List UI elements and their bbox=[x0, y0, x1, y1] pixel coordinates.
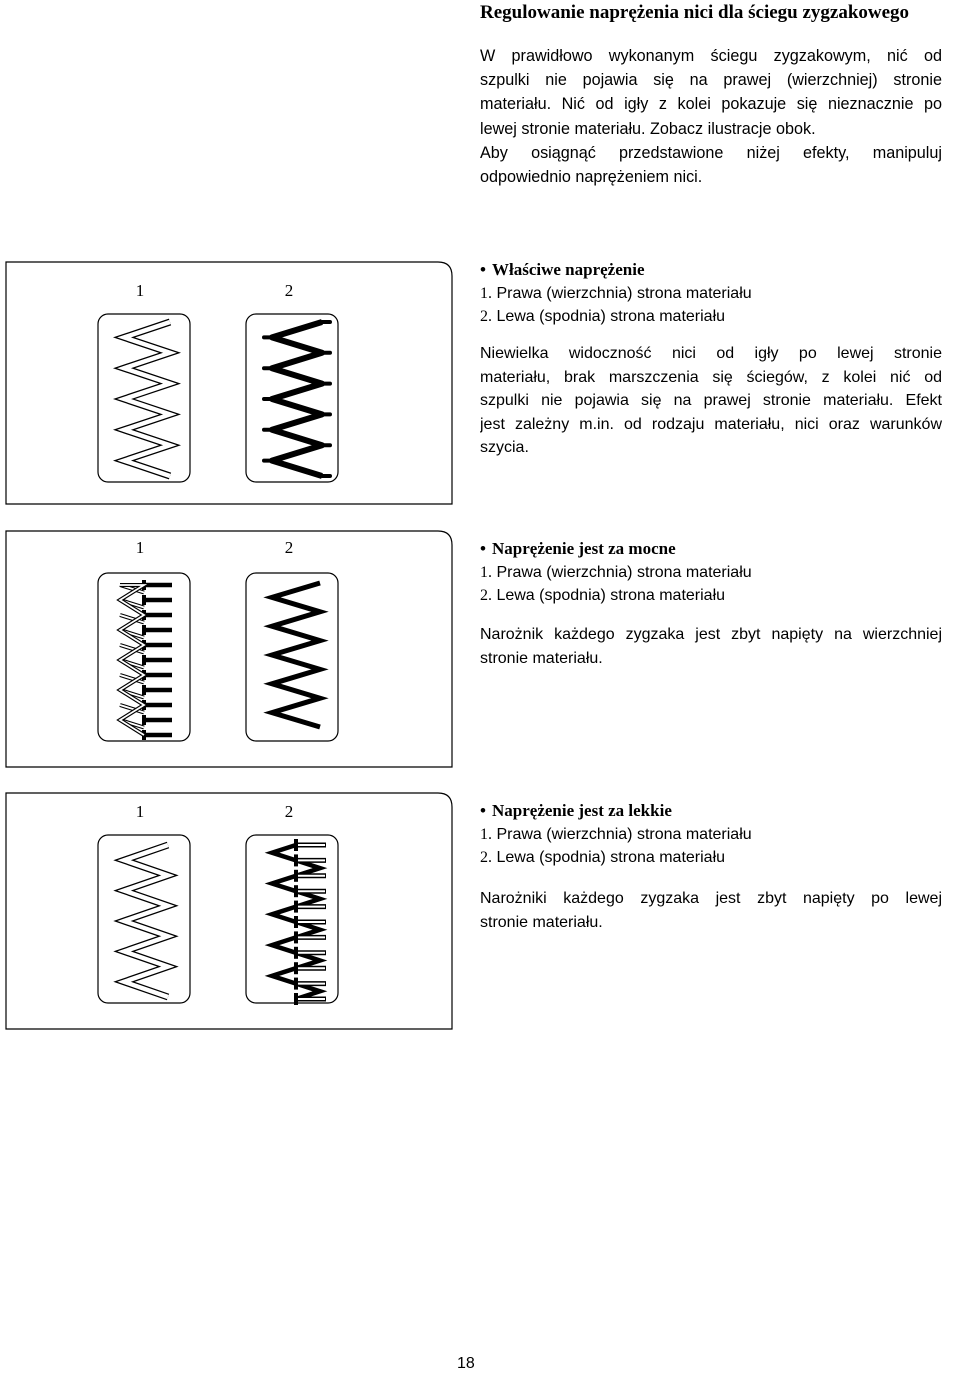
figure-frame bbox=[5, 792, 453, 1030]
section-description: Narożniki każdego zygzaka jest zbyt napi… bbox=[480, 890, 942, 931]
zigzag-2 bbox=[263, 580, 329, 730]
zigzag-2 bbox=[262, 319, 332, 479]
fabric-panel-1 bbox=[97, 572, 191, 742]
list-item: 1. Prawa (wierzchnia) strona materiału bbox=[480, 564, 752, 581]
intro-line: materiału. Nić od igły z kolei pokazuje … bbox=[480, 95, 942, 114]
page-number: 18 bbox=[457, 1355, 475, 1372]
figure-label-1: 1 bbox=[136, 281, 145, 300]
zigzag-2 bbox=[264, 839, 328, 1005]
section-too-loose: 1 2 •Naprężenie jest za lekkie 1. Prawa … bbox=[0, 789, 960, 1033]
intro-line: Aby osiągnąć przedstawione niżej efekty,… bbox=[480, 143, 942, 162]
figure-frame bbox=[5, 261, 453, 505]
stitch-figure-too-tight: 1 2 bbox=[5, 530, 453, 768]
intro-line: szpulki nie pojawia się na prawej (wierz… bbox=[480, 71, 942, 90]
fabric-panel-2 bbox=[245, 572, 339, 742]
intro-line: lewej stronie materiału. Zobacz ilustrac… bbox=[480, 119, 816, 138]
section-text: •Naprężenie jest za mocne 1. Prawa (wier… bbox=[480, 537, 942, 670]
zigzag-1 bbox=[112, 318, 182, 480]
figure-label-2: 2 bbox=[285, 802, 294, 821]
intro-line: W prawidłowo wykonanym ściegu zygzakowym… bbox=[480, 47, 942, 65]
list-item: 1. Prawa (wierzchnia) strona materiału bbox=[480, 826, 752, 843]
intro-line: odpowiednio naprężeniem nici. bbox=[480, 167, 703, 186]
list-item: 2. Lewa (spodnia) strona materiału bbox=[480, 308, 726, 325]
list-item: 2. Lewa (spodnia) strona materiału bbox=[480, 849, 726, 866]
fabric-panel-2 bbox=[245, 313, 339, 483]
bullet-icon: • bbox=[480, 539, 486, 558]
list-item: 1. Prawa (wierzchnia) strona materiału bbox=[480, 285, 752, 302]
intro-paragraph: W prawidłowo wykonanym ściegu zygzakowym… bbox=[480, 44, 942, 189]
fabric-panel-2 bbox=[245, 834, 339, 1004]
zigzag-1 bbox=[116, 580, 172, 740]
section-heading: •Naprężenie jest za mocne bbox=[480, 537, 942, 561]
section-too-tight: 1 2 •Naprężenie jest za mocne 1. Prawa (… bbox=[0, 527, 960, 771]
stitch-figure-correct: 1 2 bbox=[5, 261, 453, 505]
section-correct-tension: 1 2 •Właściwe naprężenie 1. Prawa (wierz… bbox=[0, 258, 960, 508]
list-item: 2. Lewa (spodnia) strona materiału bbox=[480, 587, 726, 604]
zigzag-1 bbox=[113, 841, 179, 1001]
figure-label-2: 2 bbox=[285, 281, 294, 300]
figure-label-2: 2 bbox=[285, 538, 294, 557]
section-heading: •Naprężenie jest za lekkie bbox=[480, 799, 942, 823]
bullet-icon: • bbox=[480, 260, 486, 279]
section-heading: •Właściwe naprężenie bbox=[480, 258, 942, 282]
figure-frame bbox=[5, 530, 453, 768]
figure-label-1: 1 bbox=[136, 538, 145, 557]
section-text: •Właściwe naprężenie 1. Prawa (wierzchni… bbox=[480, 258, 942, 460]
figure-label-1: 1 bbox=[136, 802, 145, 821]
stitch-figure-too-loose: 1 2 bbox=[5, 792, 453, 1030]
section-description: Narożnik każdego zygzaka jest zbyt napię… bbox=[480, 626, 942, 667]
fabric-panel-1 bbox=[97, 313, 191, 483]
section-text: •Naprężenie jest za lekkie 1. Prawa (wie… bbox=[480, 799, 942, 934]
page-title: Regulowanie naprężenia nici dla ściegu z… bbox=[480, 2, 910, 23]
fabric-panel-1 bbox=[97, 834, 191, 1004]
bullet-icon: • bbox=[480, 801, 486, 820]
section-description: Niewielka widoczność nici od igły po lew… bbox=[480, 345, 942, 456]
